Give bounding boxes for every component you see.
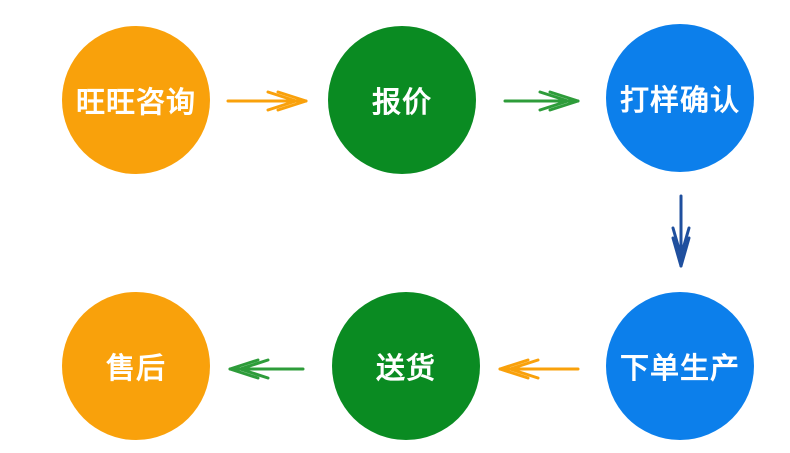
step-quote-circle: 报价 <box>328 26 476 174</box>
step-delivery-circle: 送货 <box>332 292 480 440</box>
arrow-left-icon-2 <box>228 358 305 380</box>
step-sample-confirm-circle: 打样确认 <box>606 24 754 172</box>
step-after-sales-circle: 售后 <box>62 292 210 440</box>
step-production-circle: 下单生产 <box>606 292 754 440</box>
step-quote-label: 报价 <box>371 85 432 119</box>
arrow-right-icon-2 <box>503 90 580 112</box>
step-delivery-label: 送货 <box>375 351 436 385</box>
arrow-right-icon-1 <box>226 90 308 112</box>
step-consult-circle: 旺旺咨询 <box>62 26 210 174</box>
step-consult-label: 旺旺咨询 <box>75 85 196 119</box>
arrow-left-icon-1 <box>498 358 580 380</box>
step-production-label: 下单生产 <box>619 351 740 385</box>
step-after-sales-label: 售后 <box>105 351 166 385</box>
arrow-down-icon <box>671 194 691 268</box>
step-sample-confirm-label: 打样确认 <box>619 83 740 117</box>
